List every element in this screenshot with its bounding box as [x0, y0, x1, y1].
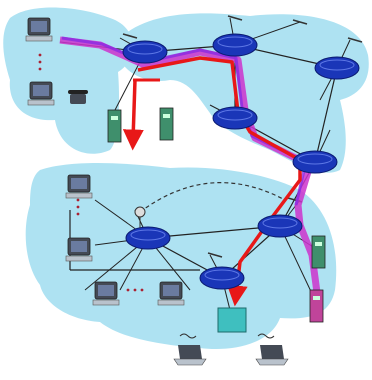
server-body: [309, 289, 324, 323]
server-slot: [163, 114, 170, 118]
server-body: [107, 109, 122, 143]
router-body: [199, 266, 245, 290]
laptop-screen: [260, 345, 284, 359]
screen: [31, 21, 47, 32]
server-icon: [159, 107, 174, 141]
laptop-screen: [178, 345, 202, 359]
base: [65, 255, 93, 262]
desktop-computer-icon: [157, 281, 185, 306]
path-red-branch: [122, 79, 144, 151]
server-icon: [311, 235, 326, 269]
ellipsis-dot: [38, 60, 42, 64]
router-body: [212, 106, 258, 130]
router-icon: [314, 56, 360, 80]
screen: [71, 178, 87, 189]
screen: [71, 241, 87, 252]
router-icon: [212, 33, 258, 57]
ellipsis-dot: [133, 288, 137, 292]
ellipsis-dot: [76, 212, 80, 216]
desktop-computer-icon: [25, 17, 53, 42]
base: [157, 299, 185, 306]
phone-handset: [68, 90, 88, 94]
router-top: [217, 109, 253, 121]
ellipsis-dot: [76, 205, 80, 209]
router-body: [257, 214, 303, 238]
antenna-head: [134, 206, 146, 218]
base: [25, 35, 53, 42]
router-icon: [292, 150, 338, 174]
link-marker: [292, 19, 308, 25]
server-icon: [309, 289, 324, 323]
host-link: [279, 225, 316, 301]
link-line: [314, 67, 338, 163]
path-red-main: [137, 56, 302, 307]
router-top: [127, 43, 163, 55]
wireless-antenna-icon: [134, 206, 146, 228]
router-icon: [199, 266, 245, 290]
laptop-base: [173, 358, 207, 366]
router-top: [262, 217, 298, 229]
base: [65, 192, 93, 199]
router-body: [125, 226, 171, 250]
router-icon: [122, 40, 168, 64]
router-body: [314, 56, 360, 80]
wireless-signal-icon: [179, 333, 197, 339]
base: [27, 99, 55, 106]
server-slot: [313, 296, 320, 300]
server-body: [159, 107, 174, 141]
router-body: [292, 150, 338, 174]
router-icon: [125, 226, 171, 250]
base: [92, 299, 120, 306]
desktop-computer-icon: [65, 174, 93, 199]
router-icon: [257, 214, 303, 238]
router-body: [212, 33, 258, 57]
server-icon: [107, 109, 122, 143]
ellipsis-dot: [38, 53, 42, 57]
ellipsis-dot: [126, 288, 130, 292]
link-marker: [122, 33, 138, 39]
nodes-layer: [25, 17, 360, 366]
desktop-computer-icon: [65, 237, 93, 262]
screen: [98, 285, 114, 296]
screen: [163, 285, 179, 296]
router-top: [319, 59, 355, 71]
ellipsis-dot: [38, 67, 42, 71]
phone-body: [70, 94, 86, 104]
wireless-signal-icon: [257, 333, 275, 339]
link-marker: [347, 37, 363, 43]
access-point-icon: [217, 307, 247, 333]
wireless-link-dashed: [139, 182, 286, 213]
router-top: [217, 36, 253, 48]
laptop-icon: [173, 345, 207, 366]
server-body: [311, 235, 326, 269]
link-marker: [207, 252, 223, 258]
ap-body: [217, 307, 247, 333]
link-marker: [227, 15, 243, 21]
laptop-icon: [255, 345, 289, 366]
router-top: [204, 269, 240, 281]
router-top: [297, 153, 333, 165]
server-slot: [315, 242, 322, 246]
screen: [33, 85, 49, 96]
router-icon: [212, 106, 258, 130]
router-body: [122, 40, 168, 64]
desktop-computer-icon: [27, 81, 55, 106]
telephone-icon: [68, 90, 88, 104]
router-top: [130, 229, 166, 241]
laptop-base: [255, 358, 289, 366]
ellipsis-dot: [140, 288, 144, 292]
ellipsis-dot: [76, 198, 80, 202]
desktop-computer-icon: [92, 281, 120, 306]
server-slot: [111, 116, 118, 120]
